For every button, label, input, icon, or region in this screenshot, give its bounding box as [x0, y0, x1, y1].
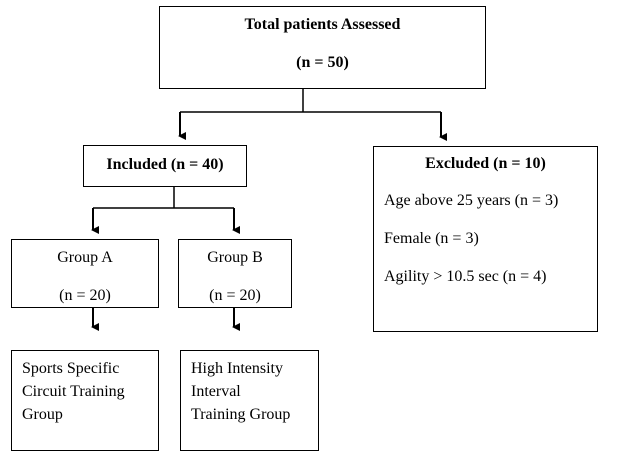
- total-patients-count: (n = 50): [296, 54, 349, 71]
- group-b-box: Group B (n = 20): [178, 239, 292, 308]
- excluded-reason-age: Age above 25 years (n = 3): [384, 192, 559, 209]
- group-b-count: (n = 20): [209, 287, 261, 304]
- group-b-training-line-3: Training Group: [191, 406, 291, 423]
- group-a-name: Group A: [57, 249, 113, 266]
- group-b-training-line-2: Interval: [191, 383, 241, 400]
- group-b-name: Group B: [207, 249, 263, 266]
- excluded-label: Excluded (n = 10): [425, 155, 546, 172]
- included-box: Included (n = 40): [83, 145, 247, 187]
- excluded-reason-female: Female (n = 3): [384, 230, 479, 247]
- group-a-training-box: Sports Specific Circuit Training Group: [11, 350, 159, 451]
- total-patients-title: Total patients Assessed: [244, 16, 401, 33]
- group-a-box: Group A (n = 20): [11, 239, 159, 308]
- included-label: Included (n = 40): [106, 156, 224, 173]
- group-a-training-line-3: Group: [22, 406, 63, 423]
- group-b-training-box: High Intensity Interval Training Group: [180, 350, 319, 451]
- group-a-count: (n = 20): [59, 287, 111, 304]
- excluded-reason-agility: Agility > 10.5 sec (n = 4): [384, 268, 547, 285]
- total-patients-box: Total patients Assessed (n = 50): [159, 6, 486, 89]
- group-a-training-line-1: Sports Specific: [22, 360, 120, 377]
- excluded-box: Excluded (n = 10) Age above 25 years (n …: [373, 146, 598, 332]
- group-b-training-line-1: High Intensity: [191, 360, 283, 377]
- group-a-training-line-2: Circuit Training: [22, 383, 125, 400]
